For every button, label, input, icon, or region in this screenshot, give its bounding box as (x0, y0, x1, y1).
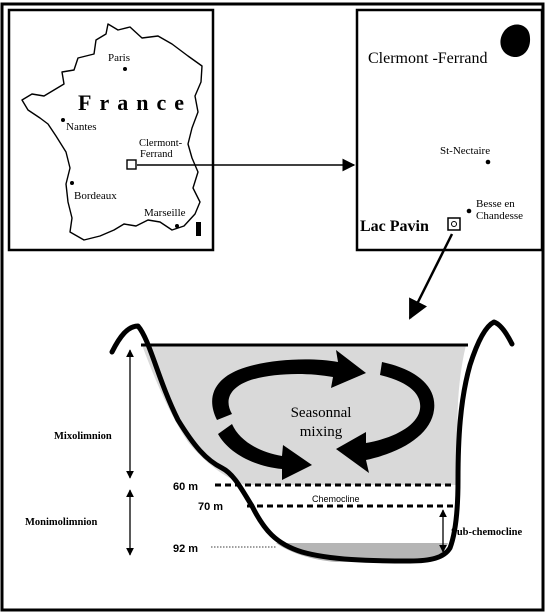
city-label-clermont-line2: Ferrand (140, 149, 173, 160)
bordeaux-marker (70, 181, 74, 185)
paris-marker (123, 67, 127, 71)
lac-pavin-marker-dot (451, 221, 457, 227)
mixing-label-line2: mixing (300, 424, 343, 440)
label-besse-line2: Chandesse (476, 210, 523, 222)
label-lac-pavin: Lac Pavin (360, 218, 429, 235)
depth-label-60m: 60 m (173, 481, 198, 493)
clermont-marker (126, 159, 137, 170)
mixing-arrow-upper (212, 350, 366, 420)
chemocline-label: Chemocline (312, 494, 360, 504)
city-label-paris: Paris (108, 52, 130, 64)
label-clermont-ferrand: Clermont -Ferrand (368, 50, 488, 67)
france-label: France (78, 90, 192, 115)
france-outline (21, 23, 203, 241)
france-map-panel: France Paris Nantes Clermont- Ferrand Bo… (7, 8, 215, 252)
sub-chemocline-label: Sub-chemocline (451, 527, 523, 538)
label-st-nectaire: St-Nectaire (440, 145, 490, 157)
nantes-marker (61, 118, 65, 122)
link-arrow-region-to-lake (408, 233, 454, 320)
monimolimnion-label: Monimolimnion (25, 517, 98, 528)
mixing-arrow-right (336, 362, 435, 473)
city-label-nantes: Nantes (66, 121, 97, 133)
lake-basin-outline (109, 319, 515, 564)
mixing-label-line1: Seasonnal (291, 405, 352, 421)
st-nectaire-marker (485, 159, 491, 165)
lake-profile: Seasonnal mixing Chemocline 60 m 70 m 92… (25, 319, 523, 564)
label-besse-line1: Besse en (476, 198, 515, 210)
city-label-clermont-line1: Clermont- (139, 138, 183, 149)
mixolimnion-label: Mixolimnion (54, 431, 112, 442)
lac-pavin-marker (447, 217, 461, 231)
mixing-arrow-lower (218, 424, 312, 480)
city-label-bordeaux: Bordeaux (74, 190, 117, 202)
corsica-island (196, 222, 201, 236)
depth-label-92m: 92 m (173, 543, 198, 555)
city-label-marseille: Marseille (144, 207, 186, 219)
besse-marker (466, 208, 472, 214)
marseille-marker (175, 224, 179, 228)
depth-label-70m: 70 m (198, 501, 223, 513)
regional-map-panel: Clermont -Ferrand St-Nectaire Besse en C… (355, 8, 544, 252)
clermont-ferrand-city-blob (500, 24, 531, 58)
